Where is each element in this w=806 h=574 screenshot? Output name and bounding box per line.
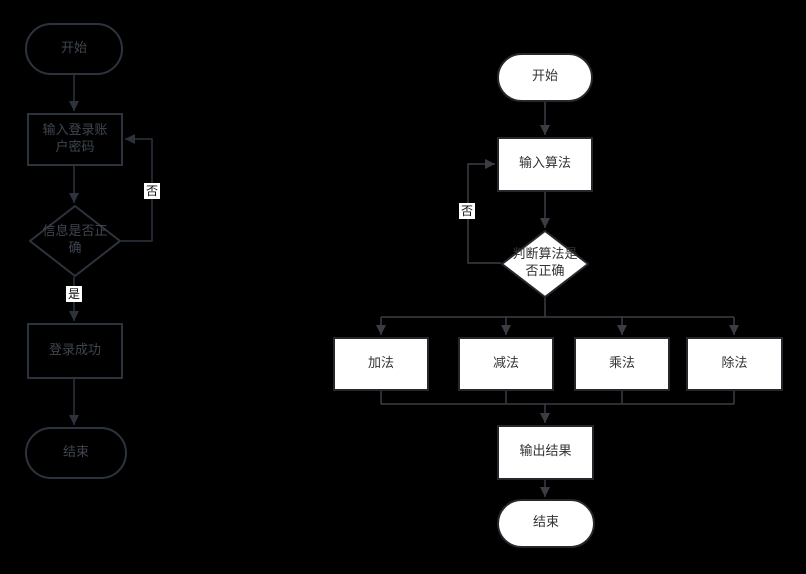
right-decision-label: 判断算法是 否正确	[512, 247, 578, 279]
right-input-label: 输入算法	[518, 156, 571, 172]
left-start-label: 开始	[60, 40, 87, 56]
right-end-terminator: 结束	[497, 499, 595, 548]
left-success-process: 登录成功	[27, 323, 123, 379]
right-diamond-shape	[501, 230, 589, 298]
right-add-label: 加法	[367, 355, 394, 371]
right-multiply-label: 乘法	[608, 355, 635, 371]
right-start-label: 开始	[531, 69, 558, 85]
left-end-terminator: 结束	[25, 427, 127, 479]
right-multiply-process: 乘法	[574, 337, 670, 391]
right-decision-diamond: 判断算法是 否正确	[501, 230, 589, 298]
right-output-process: 输出结果	[497, 425, 594, 480]
right-edge-label-no: 否	[458, 203, 476, 219]
left-input-process: 输入登录账 户密码	[27, 113, 123, 166]
left-diamond-shape	[29, 205, 121, 277]
right-subtract-label: 减法	[492, 355, 519, 371]
left-end-label: 结束	[62, 444, 89, 460]
right-add-process: 加法	[333, 337, 429, 391]
left-edge-label-yes: 是	[65, 286, 83, 302]
left-edge-label-no: 否	[143, 183, 161, 199]
right-divide-process: 除法	[686, 337, 783, 391]
left-decision-label: 信息是否正 确	[42, 224, 108, 256]
left-decision-diamond: 信息是否正 确	[29, 205, 121, 277]
right-end-label: 结束	[532, 515, 559, 531]
right-start-terminator: 开始	[497, 53, 593, 102]
right-divide-label: 除法	[721, 355, 748, 371]
right-subtract-process: 减法	[458, 337, 554, 391]
left-success-label: 登录成功	[48, 342, 101, 358]
left-input-label: 输入登录账 户密码	[42, 122, 108, 155]
left-start-terminator: 开始	[25, 23, 123, 75]
right-output-label: 输出结果	[519, 444, 572, 460]
right-input-process: 输入算法	[497, 137, 593, 192]
